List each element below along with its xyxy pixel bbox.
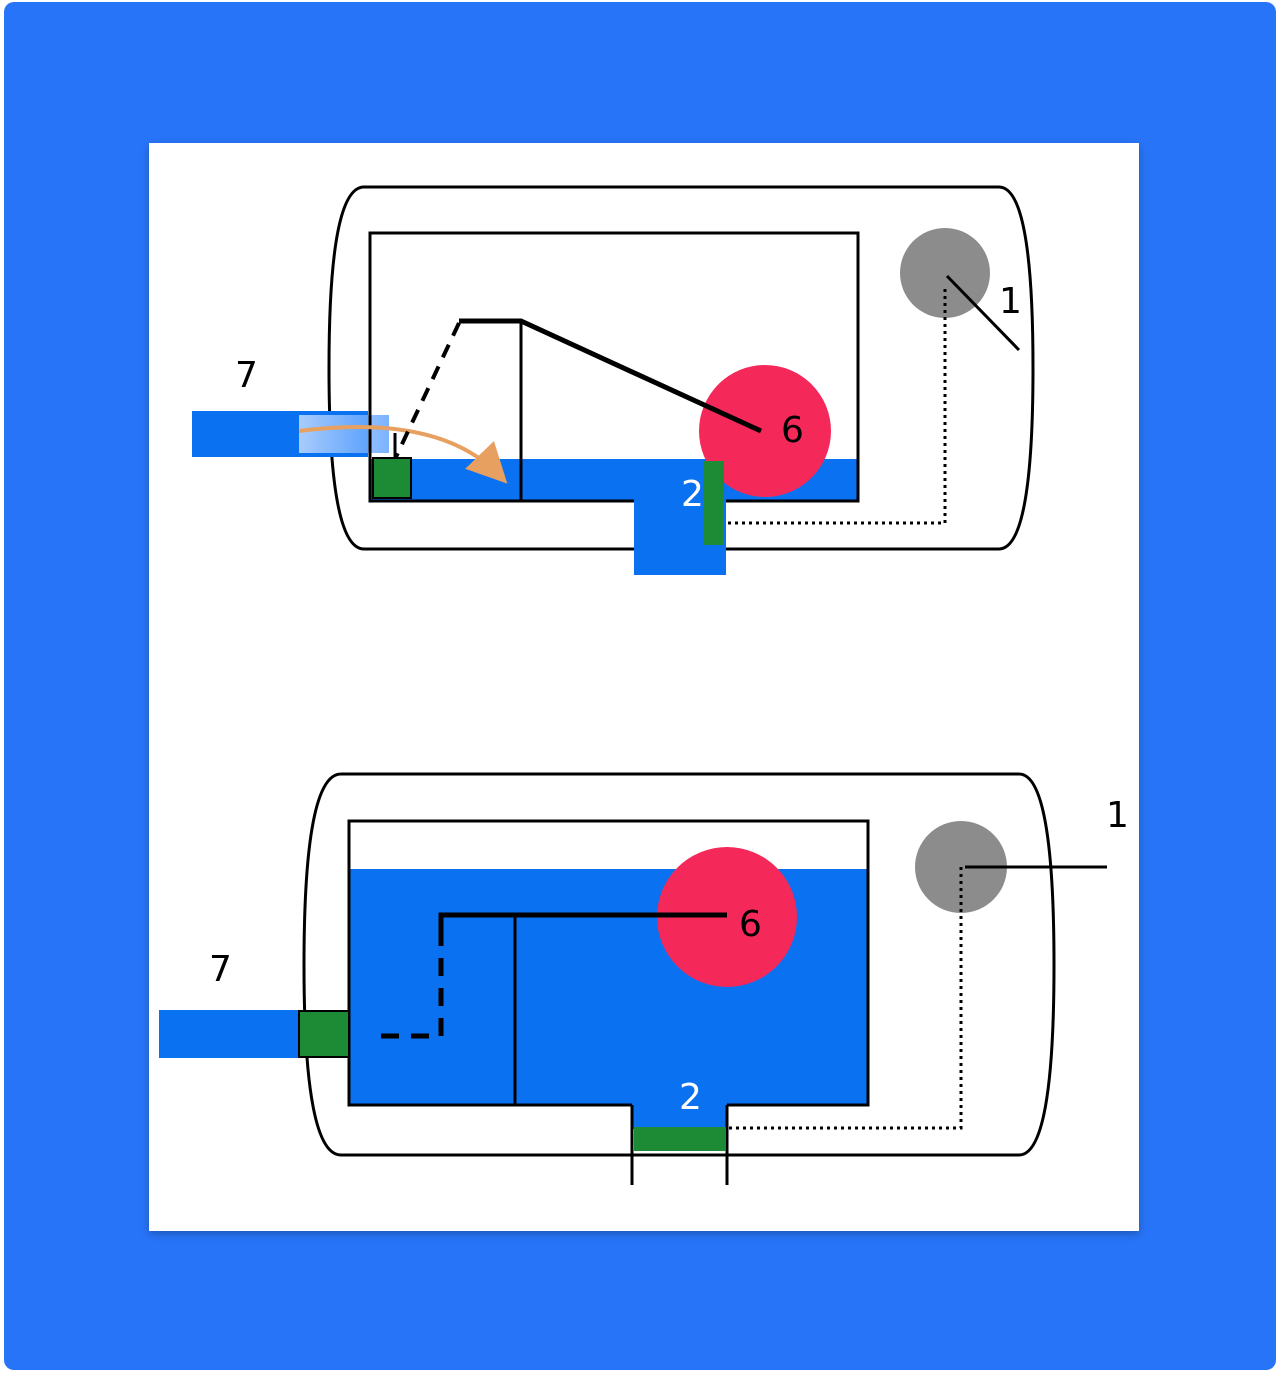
label-float: 6 — [781, 410, 804, 451]
label-gauge: 1 — [999, 281, 1022, 322]
lever-link-dashed — [371, 928, 444, 1039]
inlet-pipe — [159, 1010, 307, 1058]
diagram-bottom: 7 6 2 1 — [159, 772, 1129, 1185]
outlet-channel — [632, 1101, 727, 1129]
label-inlet: 7 — [235, 355, 258, 396]
label-outlet: 2 — [681, 474, 704, 515]
flow-arrow — [298, 425, 508, 484]
label-inlet: 7 — [209, 949, 232, 990]
inner-tank — [368, 231, 860, 503]
lever-link-dashed — [393, 322, 461, 460]
gauge-tube-dotted — [729, 867, 963, 1130]
label-gauge: 1 — [1106, 795, 1129, 836]
label-float: 6 — [739, 904, 762, 945]
gauge-tube-dotted — [727, 289, 947, 525]
inlet-splash — [299, 415, 389, 453]
lever-arm — [438, 912, 727, 928]
label-outlet: 2 — [679, 1077, 702, 1118]
inner-tank — [347, 819, 870, 1107]
diagram-card: 7 6 2 1 — [149, 143, 1139, 1231]
outer-housing — [327, 185, 1035, 551]
float-valve-diagram: 7 6 2 1 — [159, 185, 1129, 1185]
outlet-seal — [704, 461, 724, 545]
inlet-valve-seal — [298, 1010, 350, 1058]
blue-frame: 7 6 2 1 — [4, 2, 1276, 1370]
diagram-top: 7 6 2 1 — [192, 185, 1035, 575]
outer-housing — [302, 772, 1056, 1157]
float-ball — [699, 365, 831, 497]
outlet-seal — [634, 1127, 726, 1151]
gauge-needle — [945, 274, 1021, 352]
inlet-valve-seal — [372, 457, 412, 499]
